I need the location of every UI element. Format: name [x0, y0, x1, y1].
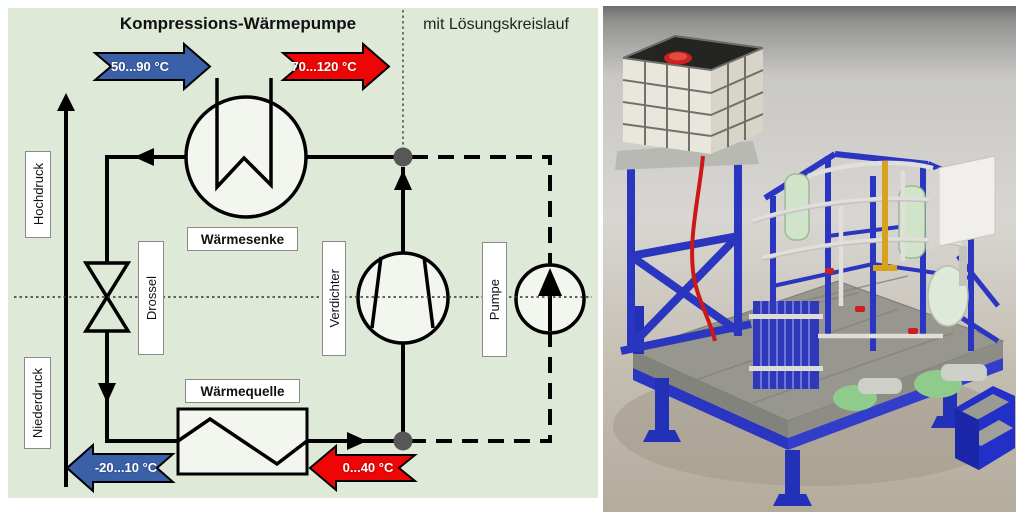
plate-heat-exchanger [749, 301, 823, 389]
step-stool [955, 386, 1015, 470]
pressure-axis [57, 93, 75, 487]
diagram-title: Kompressions-Wärmepumpe [119, 14, 357, 33]
valve-handles [825, 268, 918, 334]
low-pressure-label: Niederdruck [24, 357, 51, 449]
refrigerant-pipes [105, 155, 405, 443]
sink-inlet-arrow [92, 41, 212, 92]
flow-arrow-down-icon [98, 383, 116, 403]
throttle-label: Drossel [138, 241, 164, 355]
diagram-subtitle: mit Lösungskreislauf [423, 16, 569, 33]
heat-sink-symbol [184, 78, 308, 219]
flow-arrow-right-icon [347, 432, 367, 450]
ibc-container [615, 34, 764, 170]
junction-dot-top [393, 147, 413, 167]
pump-label: Pumpe [482, 242, 507, 357]
high-pressure-label: Hochdruck [25, 151, 51, 238]
schematic-linework [14, 10, 592, 494]
pump-arrow-icon [538, 268, 562, 296]
compressor-symbol [356, 251, 450, 345]
control-cabinet [929, 155, 996, 286]
flow-arrowheads [98, 148, 412, 450]
temperature-banners [65, 41, 418, 494]
source-inlet-arrow [308, 443, 418, 493]
axis-arrow-icon [57, 93, 75, 111]
flow-arrow-left-icon [134, 148, 154, 166]
heat-source-label: Wärmequelle [185, 379, 300, 403]
solution-loop-dashed-line [412, 155, 552, 443]
tote-stand-frame [620, 158, 752, 355]
heat-source-symbol [176, 407, 309, 476]
heat-pump-schematic: Kompressions-Wärmepumpe mit Lösungskreis… [8, 8, 598, 498]
source-outlet-arrow [65, 442, 176, 494]
throttle-valve-symbol [82, 261, 132, 333]
equipment-render [603, 6, 1016, 512]
sink-outlet-temp: 70...120 °C [291, 59, 357, 74]
equipment-render-photo [603, 6, 1016, 512]
sink-outlet-arrow [280, 41, 391, 92]
pump-symbol [514, 263, 586, 335]
ibc-cage-grid [622, 34, 764, 151]
source-outlet-temp: -20...10 °C [94, 460, 158, 475]
yellow-pipe [873, 161, 897, 271]
red-hose [690, 155, 717, 342]
junction-dot-bottom [393, 431, 413, 451]
heat-sink-label: Wärmesenke [187, 227, 298, 251]
ibc-cap-top [669, 52, 687, 61]
flow-arrow-up-icon [394, 170, 412, 190]
separator-vessel [927, 265, 969, 327]
source-inlet-temp: 0...40 °C [342, 460, 394, 475]
compressor-label: Verdichter [322, 241, 346, 356]
sink-inlet-temp: 50...90 °C [111, 59, 169, 74]
